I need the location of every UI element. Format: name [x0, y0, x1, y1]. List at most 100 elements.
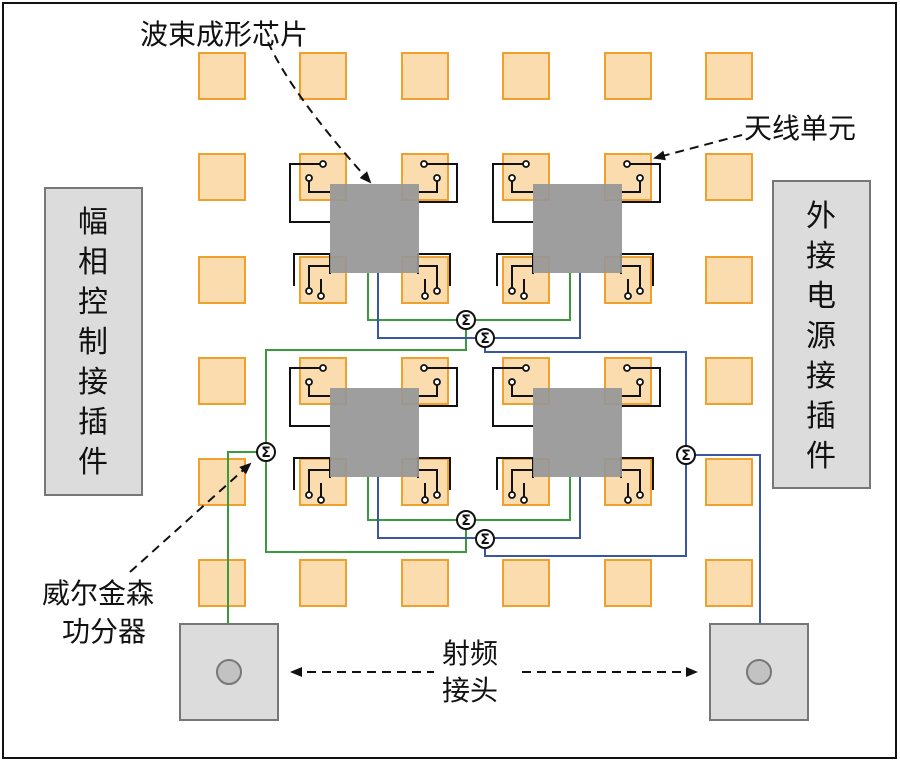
- terminal-dot: [508, 287, 516, 295]
- sigma-circle-icon: Σ: [256, 442, 276, 462]
- control-trace: [621, 178, 641, 193]
- amp-phase-connector-char: 相: [78, 245, 108, 280]
- control-trace: [289, 163, 330, 223]
- antenna-element: [705, 256, 753, 304]
- blue-feed-line: [377, 476, 476, 539]
- antenna-element: [198, 256, 246, 304]
- terminal-dot: [520, 496, 528, 504]
- control-trace: [511, 265, 533, 291]
- blue-feed-line: [484, 464, 687, 557]
- green-feed-line: [367, 273, 458, 321]
- sigma-symbol: Σ: [480, 331, 490, 347]
- antenna-element: [705, 458, 753, 506]
- antenna-element: [502, 52, 550, 100]
- blue-feed-line: [377, 273, 476, 339]
- sigma-symbol: Σ: [261, 445, 271, 461]
- antenna-element: [705, 357, 753, 405]
- wilkinson-divider-label-line1: 威尔金森: [42, 577, 154, 610]
- terminal-dot: [305, 174, 313, 182]
- callout-arrows: [129, 41, 743, 677]
- terminal-dot: [421, 496, 429, 504]
- antenna-element: [198, 458, 246, 506]
- green-feed-line: [474, 476, 571, 521]
- control-trace: [511, 469, 533, 495]
- beamforming-module: [492, 160, 661, 300]
- power-connector-char: 插: [806, 399, 836, 434]
- terminal-dot: [508, 174, 516, 182]
- control-trace: [511, 382, 533, 397]
- chip-modules: [289, 160, 661, 504]
- terminal-dot: [319, 364, 327, 372]
- power-connector-char: 源: [806, 319, 836, 354]
- beamforming-chip: [330, 184, 419, 273]
- antenna-element: [705, 52, 753, 100]
- power-connector-char: 外: [806, 199, 836, 234]
- beamforming-chip: [533, 184, 622, 273]
- antenna-element: [299, 52, 347, 100]
- control-trace: [418, 265, 438, 291]
- terminal-dot: [433, 378, 441, 386]
- power-connector-char: 接: [806, 239, 836, 274]
- rf-connector-label-line1: 射频: [442, 637, 498, 670]
- antenna-element: [198, 153, 246, 201]
- beamforming-module: [492, 364, 661, 504]
- power-connector-char: 接: [806, 359, 836, 394]
- sigma-symbol: Σ: [480, 532, 490, 548]
- control-trace: [621, 367, 661, 407]
- terminal-dot: [420, 364, 428, 372]
- power-connector: [772, 180, 871, 489]
- blue-feed-line: [494, 273, 581, 339]
- green-feed-network: [227, 273, 571, 624]
- amp-phase-connector: [44, 187, 143, 496]
- terminal-dot: [520, 292, 528, 300]
- antenna-element: [401, 559, 449, 607]
- sigma-symbol: Σ: [461, 513, 471, 529]
- beamforming-chip-label: 波束成形芯片: [140, 18, 308, 51]
- antenna-element-label: 天线单元: [744, 112, 856, 145]
- terminal-dot: [433, 174, 441, 182]
- control-trace: [289, 367, 330, 427]
- beamforming-module: [289, 364, 458, 504]
- control-trace: [418, 469, 438, 495]
- sigma-symbol: Σ: [461, 313, 471, 329]
- terminal-dot: [508, 491, 516, 499]
- blue-feed-line: [494, 476, 581, 539]
- control-trace: [308, 382, 330, 397]
- terminal-dot: [433, 287, 441, 295]
- control-trace: [418, 163, 458, 203]
- dashed-arrow-icon: [129, 462, 252, 573]
- terminal-dot: [636, 491, 644, 499]
- power-connector-char: 件: [806, 439, 836, 474]
- beamforming-module: [289, 160, 458, 300]
- wilkinson-divider-label-line2: 功分器: [62, 615, 146, 648]
- control-trace: [511, 178, 533, 193]
- sigma-symbol: Σ: [681, 448, 691, 464]
- terminal-dot: [421, 292, 429, 300]
- control-trace: [308, 469, 330, 495]
- green-feed-line: [265, 330, 467, 444]
- amp-phase-connector-char: 件: [78, 445, 108, 480]
- control-trace: [418, 178, 438, 193]
- terminal-dot: [636, 378, 644, 386]
- terminal-dot: [305, 378, 313, 386]
- control-trace: [308, 178, 330, 193]
- terminal-dot: [623, 364, 631, 372]
- sigma-circle-icon: Σ: [475, 529, 495, 549]
- terminal-dot: [305, 491, 313, 499]
- green-feed-line: [227, 451, 258, 624]
- terminal-dot: [317, 292, 325, 300]
- antenna-element: [198, 559, 246, 607]
- coaxial-port-icon: [746, 659, 772, 685]
- control-trace: [621, 469, 641, 495]
- power-connector-char: 电: [806, 279, 836, 314]
- sigma-circle-icon: Σ: [456, 510, 476, 530]
- terminal-dot: [420, 160, 428, 168]
- terminal-dot: [508, 378, 516, 386]
- terminal-dot: [624, 292, 632, 300]
- green-feed-line: [265, 460, 467, 553]
- amp-phase-connector-char: 插: [78, 405, 108, 440]
